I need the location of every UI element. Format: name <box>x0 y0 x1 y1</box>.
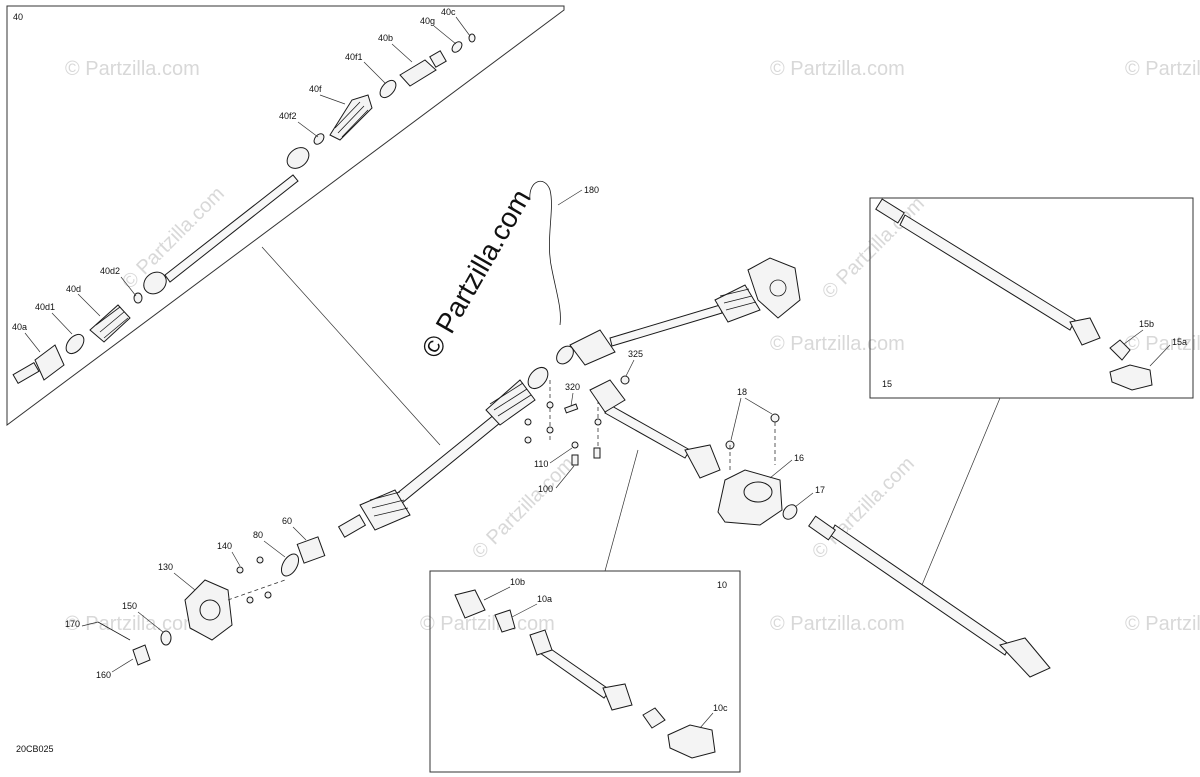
callout-10b: 10b <box>510 577 525 587</box>
callout-40g: 40g <box>420 16 435 26</box>
callout-325: 325 <box>628 349 643 359</box>
callout-130: 130 <box>158 562 173 572</box>
watermark-text: © Partzilla.com <box>1125 333 1200 355</box>
front-drive-shaft-assembly <box>12 33 476 385</box>
callout-80: 80 <box>253 530 263 540</box>
callout-160: 160 <box>96 670 111 680</box>
callout-40f: 40f <box>309 84 322 94</box>
watermark-text: © Partzilla.com <box>468 453 579 564</box>
inset-10-label: 10 <box>717 580 727 590</box>
callout-60: 60 <box>282 516 292 526</box>
watermark-layer: © Partzilla.com © Partzilla.com © Partzi… <box>65 58 1200 635</box>
rear-drive-shaft-assembly <box>97 180 1051 678</box>
callout-40d2: 40d2 <box>100 266 120 276</box>
watermark-text: © Partzilla.com <box>1125 613 1200 635</box>
watermark-text: © Partzilla.com <box>770 58 905 80</box>
watermark-text: © Partzilla.com <box>65 58 200 80</box>
callout-140: 140 <box>217 541 232 551</box>
watermark-text: © Partzilla.com <box>420 613 555 635</box>
callout-40a: 40a <box>12 322 27 332</box>
callout-15a: 15a <box>1172 337 1187 347</box>
inset-15-label: 15 <box>882 379 892 389</box>
callout-110: 110 <box>534 459 548 469</box>
inset-10-frame: 10 <box>429 449 741 773</box>
callout-40d1: 40d1 <box>35 302 55 312</box>
diagram-code: 20CB025 <box>16 744 54 754</box>
callout-320: 320 <box>565 382 580 392</box>
watermark-text: © Partzilla.com <box>770 333 905 355</box>
callout-16: 16 <box>794 453 804 463</box>
callouts-inset-40: 40c 40g 40b 40f1 40f 40f2 40d2 40d 40d1 … <box>12 7 471 353</box>
inset-40-frame: 40 <box>6 5 565 446</box>
inset-15-frame: 15 <box>869 197 1194 586</box>
callout-10a: 10a <box>537 594 552 604</box>
callout-40b: 40b <box>378 33 393 43</box>
callout-18: 18 <box>737 387 747 397</box>
callout-10c: 10c <box>713 703 728 713</box>
callout-180: 180 <box>584 185 599 195</box>
inset-40-label: 40 <box>13 12 23 22</box>
callout-150: 150 <box>122 601 137 611</box>
watermark-text: © Partzilla.com <box>818 193 929 304</box>
callout-40d: 40d <box>66 284 81 294</box>
callout-40f1: 40f1 <box>345 52 363 62</box>
watermark-text: © Partzilla.com <box>65 613 200 635</box>
callout-170: 170 <box>65 619 80 629</box>
callouts-main: 180 325 320 110 100 18 16 17 60 80 140 1… <box>65 185 825 680</box>
callout-40f2: 40f2 <box>279 111 297 121</box>
partzilla-watermark: © Partzilla.com <box>415 184 536 363</box>
callout-100: 100 <box>538 484 553 494</box>
callout-17: 17 <box>815 485 825 495</box>
watermark-text: © Partzilla.com <box>770 613 905 635</box>
inset-15-parts: 15b 15a <box>875 198 1187 391</box>
inset-10-parts: 10b 10a 10c <box>454 577 728 759</box>
callout-15b: 15b <box>1139 319 1154 329</box>
callout-40c: 40c <box>441 7 456 17</box>
watermark-text: © Partzilla.com <box>1125 58 1200 80</box>
